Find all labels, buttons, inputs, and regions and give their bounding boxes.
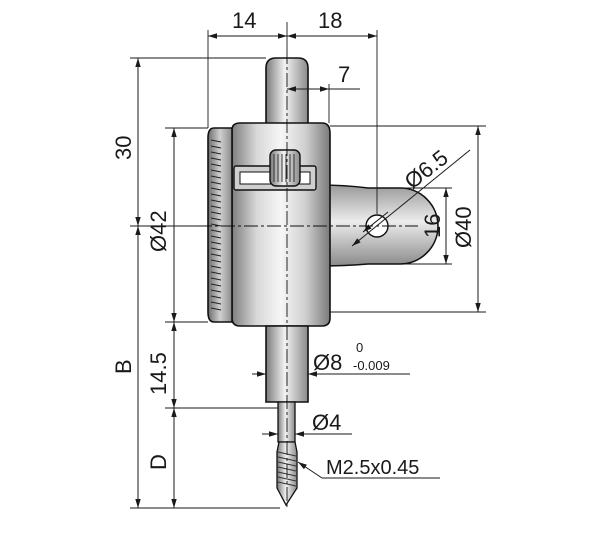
knurl-mark [210,265,222,269]
knurl-mark [210,271,222,275]
knurl-mark [210,223,222,227]
label-dia-42: Ø42 [146,210,171,252]
label-18: 18 [318,8,342,33]
knurl-mark [210,163,222,167]
knurl-mark [210,283,222,287]
bezel-ring [207,127,233,323]
stem-8 [265,325,309,403]
knob-knurl [273,154,295,182]
knurl-mark [210,145,222,149]
label-tol-upper: 0 [356,340,363,355]
knurl-mark [210,241,222,245]
label-14: 14 [232,8,256,33]
knurl-mark [210,169,222,173]
knurl-mark [210,181,222,185]
knurl-mark [210,289,222,293]
label-tol-lower: -0.009 [353,358,390,373]
label-14-5: 14.5 [146,352,171,395]
label-16: 16 [420,214,445,238]
knurl-mark [277,476,297,482]
knurl-mark [210,193,222,197]
knurl-mark [210,151,222,155]
label-dia-6-5: Ø6.5 [400,145,453,194]
knurl-mark [210,139,222,143]
knurl-mark [210,247,222,251]
label-7: 7 [338,62,350,87]
label-thread: M2.5x0.45 [326,457,419,479]
knurl-mark [210,217,222,221]
knurl-mark [210,307,222,311]
label-dia-4: Ø4 [312,410,341,435]
label-dia-40: Ø40 [451,206,476,248]
knurl-mark [210,157,222,161]
knurl-mark [210,295,222,299]
label-b: B [111,359,136,374]
knurl-mark [210,301,222,305]
knurl-mark [210,199,222,203]
knurl-mark [210,235,222,239]
knurl-mark [210,205,222,209]
label-dia-8: Ø8 [313,350,342,375]
knurl-mark [210,211,222,215]
knurl-mark [210,229,222,233]
label-30: 30 [111,136,136,160]
knurl-mark [210,175,222,179]
knurl-mark [210,187,222,191]
knurl-mark [210,259,222,263]
knurl-mark [210,277,222,281]
spindle-4 [277,401,296,443]
label-d: D [146,454,171,470]
knurl-mark [210,253,222,257]
bezel-knurl [210,139,222,311]
